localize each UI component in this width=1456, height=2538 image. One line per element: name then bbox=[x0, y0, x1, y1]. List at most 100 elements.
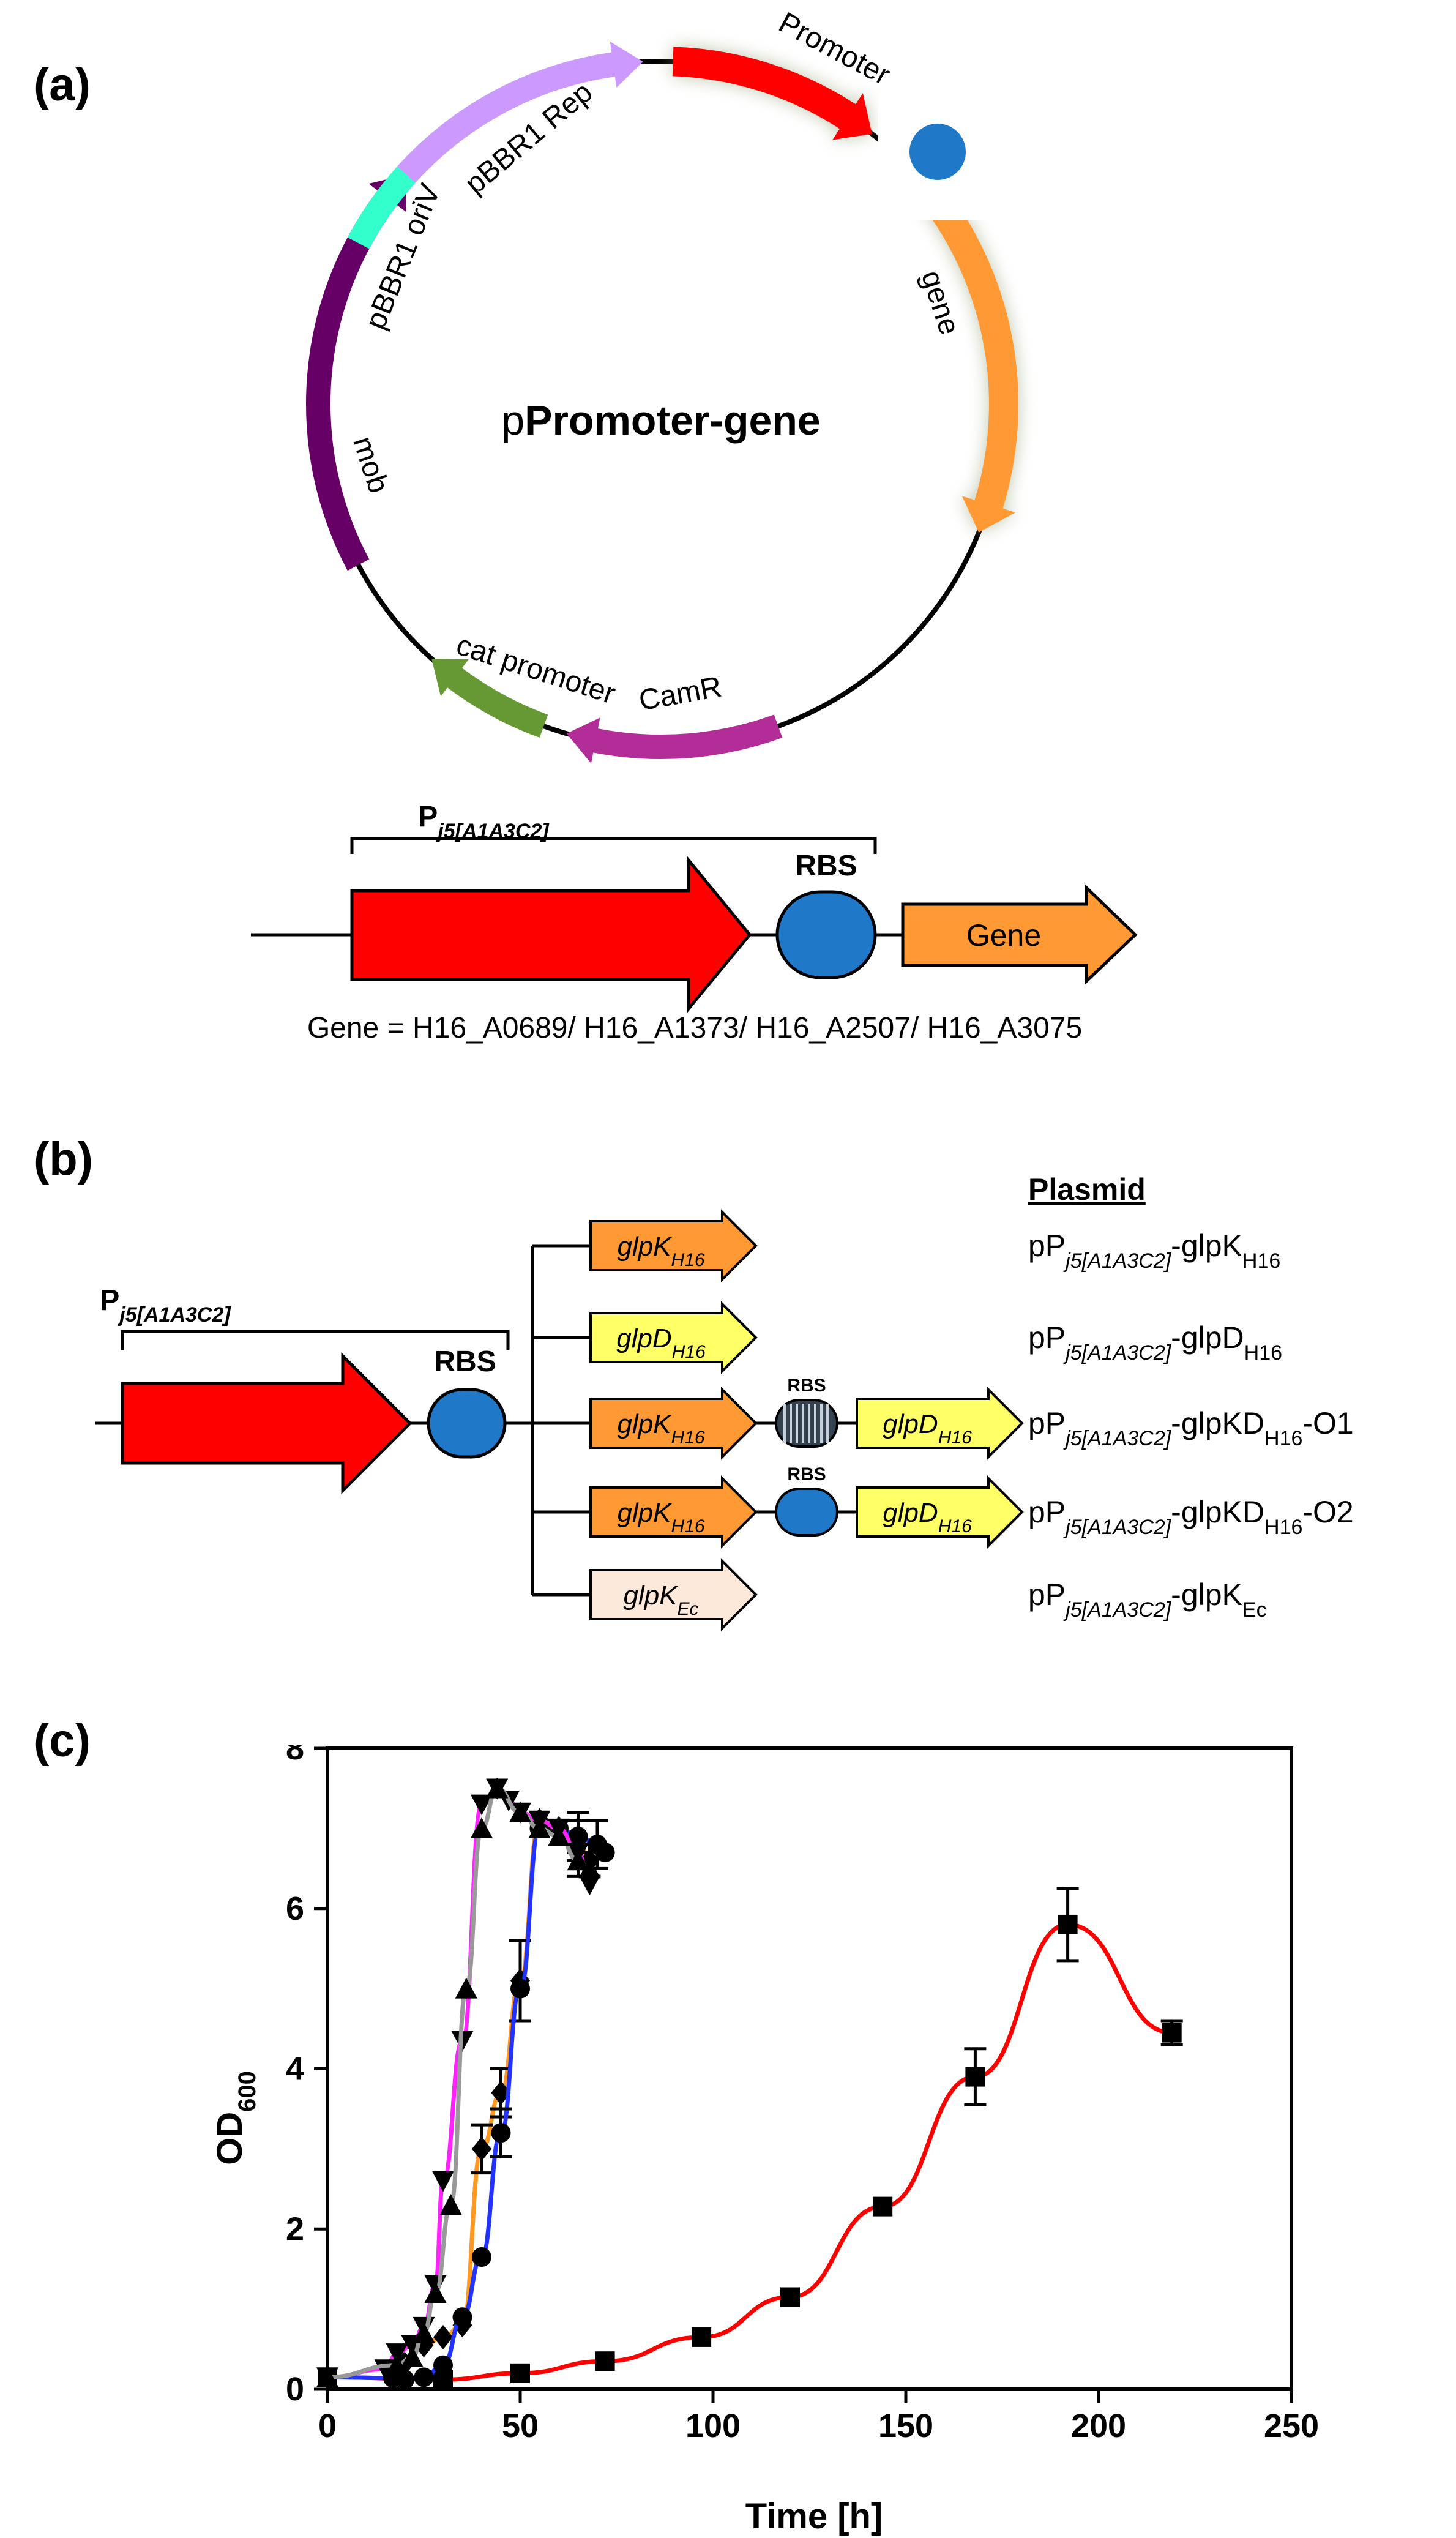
construct-a-promoter-arrow bbox=[350, 856, 752, 1013]
x-axis-label: Time [h] bbox=[745, 2496, 883, 2536]
x-tick-label: 250 bbox=[1264, 2408, 1319, 2444]
plasmid-name-label: pPj5[A1A3C2]-glpDH16 bbox=[1028, 1320, 1282, 1364]
series-4 bbox=[316, 1777, 601, 2387]
data-point bbox=[316, 2366, 338, 2387]
y-tick-label: 0 bbox=[286, 2371, 304, 2408]
data-point bbox=[1162, 2023, 1182, 2043]
data-point bbox=[1058, 1914, 1078, 1934]
gene-arrow-glpk bbox=[589, 1558, 758, 1631]
construct-a-caption: Gene = H16_A0689/ H16_A1373/ H16_A2507/ … bbox=[307, 1012, 1082, 1044]
x-tick-label: 100 bbox=[685, 2408, 741, 2444]
plasmid-name: pPromoter-gene bbox=[501, 397, 820, 444]
gene-arrow-glpd bbox=[856, 1387, 1024, 1460]
y-tick-label: 6 bbox=[286, 1890, 304, 1927]
gene-arrow-glpd bbox=[856, 1475, 1024, 1549]
construct-b-rbs-label: RBS bbox=[434, 1346, 496, 1378]
small-rbs-label: RBS bbox=[787, 1464, 826, 1484]
plasmid-cat_promoter-segment bbox=[431, 659, 548, 738]
y-tick-label: 8 bbox=[286, 1745, 304, 1767]
plasmid-promoter-segment bbox=[672, 47, 872, 140]
data-point bbox=[965, 2067, 985, 2087]
data-point bbox=[491, 2123, 511, 2143]
gene-label: glpKEc bbox=[623, 1581, 698, 1619]
data-point bbox=[595, 2351, 615, 2371]
data-point bbox=[433, 2324, 453, 2349]
data-point bbox=[401, 2346, 424, 2367]
data-point bbox=[455, 1977, 477, 1999]
plasmid-header: Plasmid bbox=[1028, 1172, 1146, 1207]
plasmid-rep-segment bbox=[397, 41, 643, 183]
data-point bbox=[780, 2287, 800, 2307]
construct-a-rbs-label: RBS bbox=[795, 850, 857, 882]
data-point bbox=[548, 1825, 570, 1846]
data-point bbox=[386, 2343, 408, 2365]
construct-a-rbs-icon bbox=[775, 890, 877, 979]
construct-row: glpKH16 RBS glpDH16 pPj5[A1A3C2]-glpKDH16-O… bbox=[532, 1376, 1354, 1460]
gene-label: glpDH16 bbox=[616, 1323, 706, 1362]
data-point bbox=[471, 1817, 493, 1838]
data-point bbox=[433, 2355, 453, 2375]
data-point bbox=[568, 1826, 588, 1846]
plasmid-gene-label: gene bbox=[915, 266, 966, 339]
data-point bbox=[578, 1874, 601, 1896]
data-point bbox=[386, 2354, 408, 2375]
data-point bbox=[439, 2193, 462, 2215]
plasmid-rbs-icon bbox=[909, 124, 966, 180]
data-point bbox=[510, 2363, 530, 2383]
gene-arrow-glpk bbox=[589, 1475, 758, 1549]
construct-b-bracket bbox=[121, 1330, 510, 1350]
data-point bbox=[509, 1801, 531, 1822]
plasmid-mob-label: mob bbox=[346, 433, 395, 497]
gene-label: glpKH16 bbox=[617, 1498, 704, 1537]
series-0 bbox=[318, 1887, 1183, 2390]
plasmid-camr-segment bbox=[566, 714, 783, 764]
data-point bbox=[578, 1857, 601, 1879]
construct-a: Pj5[A1A3C2] RBS Gene Gene = H16_A0689/ H… bbox=[251, 801, 1138, 1044]
data-point bbox=[510, 1978, 530, 1999]
y-tick-label: 2 bbox=[286, 2210, 304, 2247]
x-tick-label: 150 bbox=[878, 2408, 933, 2444]
rbs-icon bbox=[775, 1488, 838, 1537]
construct-row: glpKEc pPj5[A1A3C2]-glpKEc bbox=[532, 1558, 1267, 1631]
x-tick-label: 200 bbox=[1071, 2408, 1126, 2444]
data-point bbox=[472, 2247, 491, 2267]
construct-b-promoter-arrow bbox=[121, 1352, 413, 1495]
plasmid-gene-segment bbox=[893, 151, 1018, 533]
data-point bbox=[472, 2136, 491, 2162]
data-point bbox=[413, 2322, 435, 2343]
panel-label-c: (c) bbox=[34, 1715, 91, 1767]
data-point bbox=[471, 1794, 493, 1816]
y-axis-label: OD600 bbox=[210, 2071, 261, 2165]
gene-label: glpKH16 bbox=[617, 1409, 704, 1448]
data-point bbox=[486, 1777, 509, 1799]
small-rbs-label: RBS bbox=[787, 1376, 826, 1396]
construct-a-gene-label: Gene bbox=[966, 918, 1041, 953]
data-point bbox=[692, 2327, 712, 2347]
plasmid-name-label: pPj5[A1A3C2]-glpKEc bbox=[1028, 1578, 1267, 1622]
data-point bbox=[595, 1843, 615, 1863]
data-point bbox=[452, 2307, 472, 2327]
x-tick-label: 50 bbox=[502, 2408, 539, 2444]
gene-arrow-glpd bbox=[589, 1301, 758, 1374]
plasmid-name-label: pPj5[A1A3C2]-glpKDH16-O1 bbox=[1028, 1406, 1354, 1450]
data-point bbox=[414, 2367, 434, 2387]
construct-b-promoter-label: Pj5[A1A3C2] bbox=[100, 1284, 231, 1327]
construct-a-gene-arrow bbox=[901, 884, 1138, 985]
gene-arrow-glpk bbox=[589, 1209, 758, 1282]
plasmid-mob-segment bbox=[305, 174, 406, 571]
series-line bbox=[327, 1786, 590, 2379]
gene-label: glpDH16 bbox=[883, 1498, 972, 1537]
construct-a-promoter-label: Pj5[A1A3C2] bbox=[418, 801, 550, 843]
gene-arrow-glpk bbox=[589, 1387, 758, 1460]
data-point bbox=[424, 2282, 447, 2303]
construct-b-rbs-icon bbox=[427, 1388, 507, 1459]
x-tick-label: 0 bbox=[318, 2408, 337, 2444]
series-line bbox=[327, 1922, 1172, 2382]
gene-label: glpKH16 bbox=[617, 1232, 704, 1270]
construct-a-bracket bbox=[350, 837, 877, 854]
gene-label: glpDH16 bbox=[883, 1409, 972, 1448]
plasmid-camr-label: CamR bbox=[637, 671, 724, 717]
